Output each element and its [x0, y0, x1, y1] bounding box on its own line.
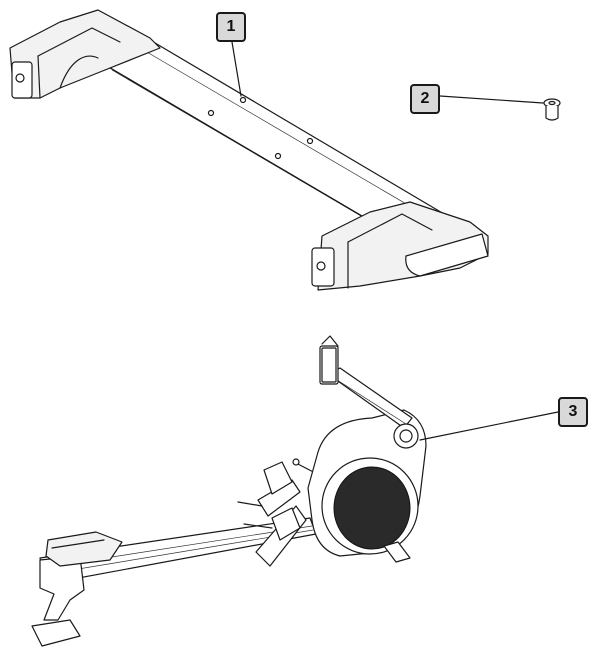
callout-1-label: 1 [226, 18, 236, 35]
callout-2-label: 2 [420, 90, 430, 107]
callout-3: 3 [558, 397, 588, 427]
rowing-machine-frame [31, 335, 427, 647]
leader-line-1 [231, 41, 242, 97]
leader-line-3 [419, 411, 559, 441]
callout-2: 2 [410, 84, 440, 114]
callout-1: 1 [216, 12, 246, 42]
rear-stabilizer-beam [9, 9, 489, 291]
flat-head-bolt [543, 98, 561, 121]
leader-line-2 [439, 95, 544, 104]
callout-3-label: 3 [568, 403, 578, 420]
